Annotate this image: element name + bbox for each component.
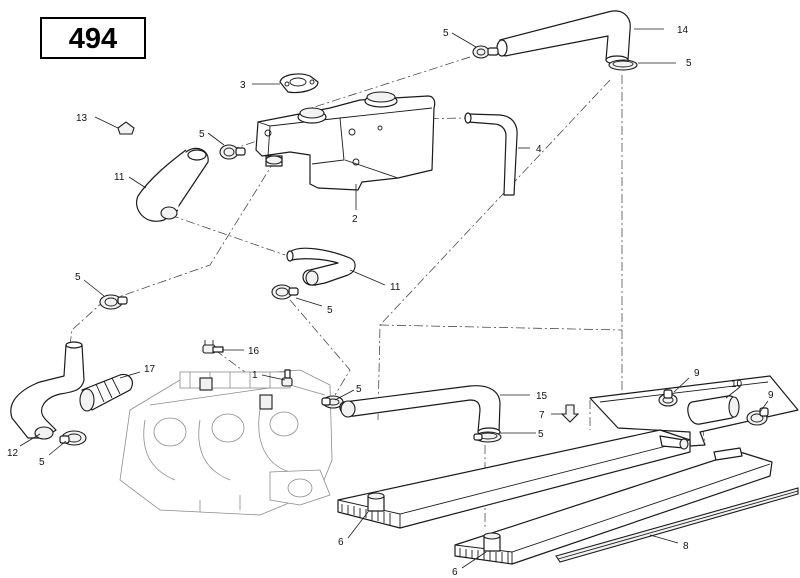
callout-1: 1 (252, 370, 258, 381)
hose-clamp-9-right (746, 407, 769, 426)
callout-6: 6 (338, 537, 344, 548)
coolant-hose-11-upper (136, 147, 209, 222)
callout-5: 5 (686, 58, 692, 69)
callout-9: 9 (768, 390, 774, 401)
bracket-13 (117, 121, 135, 135)
hose-clamp-5-engine (321, 395, 344, 409)
callout-13: 13 (76, 113, 88, 124)
hose-clamp-5-radiator (473, 431, 502, 443)
hose-clamp-9-left (658, 389, 678, 407)
callout-5: 5 (327, 305, 333, 316)
callout-14: 14 (677, 25, 689, 36)
hose-clamp-5-tank (219, 144, 246, 160)
hose-clamp-5-right (608, 59, 638, 71)
callout-2: 2 (352, 214, 358, 225)
callout-3: 3 (240, 80, 246, 91)
heat-exchanger-6-lower (454, 447, 773, 565)
callout-12: 12 (7, 448, 19, 459)
bolt-7 (560, 404, 580, 423)
callout-5: 5 (538, 429, 544, 440)
connector-hose-10 (687, 395, 740, 425)
callout-9: 9 (694, 368, 700, 379)
callout-8: 8 (683, 541, 689, 552)
coolant-hose-12 (10, 341, 85, 440)
coolant-tank-2 (255, 91, 436, 191)
radiator-hose-15 (339, 385, 501, 437)
callout-16: 16 (248, 346, 260, 357)
engine-block-outline (119, 369, 333, 516)
heat-exchanger-6-upper (337, 429, 691, 529)
callout-15: 15 (536, 391, 548, 402)
overflow-hose-4 (464, 112, 518, 196)
coolant-hose-11-lower (286, 247, 356, 286)
hose-clamp-5-middle (271, 284, 299, 300)
callout-5: 5 (199, 129, 205, 140)
page-number: 494 (69, 23, 117, 55)
callout-4: 4 (536, 144, 542, 155)
callout-labels: 5 14 5 3 13 5 4 11 2 5 11 5 16 17 1 5 15… (7, 25, 774, 578)
callout-11: 11 (390, 282, 401, 293)
callout-5: 5 (75, 272, 81, 283)
hose-clamp-5-left (99, 294, 128, 310)
slide-rail-8 (555, 487, 799, 563)
callout-5: 5 (443, 28, 449, 39)
callout-17: 17 (144, 364, 156, 375)
leader-lines (19, 28, 769, 569)
hose-14 (496, 10, 631, 65)
hose-clamp-5-top (472, 45, 499, 59)
coupling-sleeve-17 (79, 373, 133, 412)
callout-11: 11 (114, 172, 125, 183)
page-number-box: 494 (40, 17, 146, 59)
callout-7: 7 (539, 410, 545, 421)
hose-clamp-5-bottom-left (59, 430, 87, 446)
filler-flange-3 (279, 73, 319, 94)
temperature-sensor-16 (202, 340, 224, 354)
callout-5: 5 (356, 384, 362, 395)
callout-6: 6 (452, 567, 458, 578)
callout-5: 5 (39, 457, 45, 468)
callout-10: 10 (731, 379, 743, 390)
